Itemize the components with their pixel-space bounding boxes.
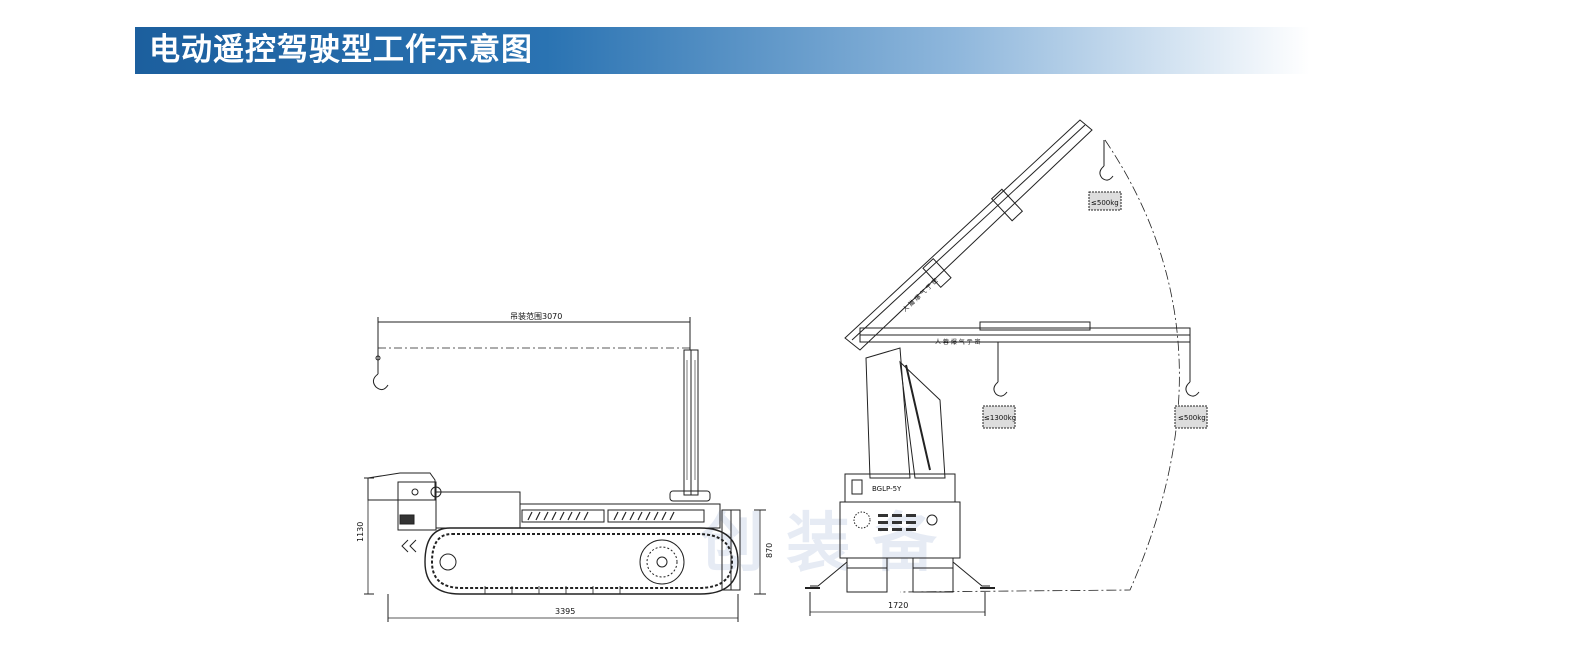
watermark-text: 创 装 备 — [700, 507, 938, 581]
front-tracks — [805, 557, 995, 593]
raised-boom: 人 猫 爆 气 亍 密 — [844, 119, 1093, 351]
load-right-label: ≤500kg — [1178, 414, 1206, 422]
load-mid-label: ≤1300kg — [984, 414, 1016, 422]
side-view: 吊装范围3070 — [356, 311, 774, 622]
boom-text-upper: 人 猫 爆 气 亍 密 — [901, 277, 940, 314]
crane-drawing: 创 装 备 吊装范围3070 — [356, 119, 1208, 622]
hook-icon — [372, 352, 389, 391]
side-crane-column — [669, 349, 711, 502]
boom-text-lower: 人 蓉 爆 气 亍 密 — [935, 338, 981, 346]
length-label: 3395 — [555, 607, 575, 616]
track-height-label: 870 — [765, 543, 774, 558]
crane-diagram: 创 装 备 吊装范围3070 — [340, 100, 1240, 660]
swing-arc — [899, 139, 1180, 593]
hook-icon — [1099, 140, 1114, 181]
model-label: BGLP-5Y — [872, 485, 902, 493]
height-label: 1130 — [356, 522, 365, 542]
front-body: BGLP-5Y — [839, 473, 961, 559]
title-banner: 电动遥控驾驶型工作示意图 — [135, 27, 1310, 74]
load-box-top — [1088, 191, 1122, 211]
front-view: 人 猫 爆 气 亍 密 ≤500kg 人 蓉 爆 气 亍 密 ≤1300kg — [805, 119, 1208, 616]
load-box-right — [1174, 405, 1208, 429]
load-box-mid — [982, 405, 1016, 429]
hook-icon — [1185, 342, 1200, 397]
load-top-label: ≤500kg — [1091, 199, 1119, 207]
width-label: 1720 — [888, 601, 908, 610]
front-mast — [865, 347, 946, 479]
lift-range-label: 吊装范围3070 — [510, 311, 562, 321]
hook-icon — [993, 342, 1008, 397]
horizontal-boom: 人 蓉 爆 气 亍 密 — [859, 321, 1191, 346]
side-track — [424, 509, 741, 595]
page-title: 电动遥控驾驶型工作示意图 — [149, 32, 533, 68]
